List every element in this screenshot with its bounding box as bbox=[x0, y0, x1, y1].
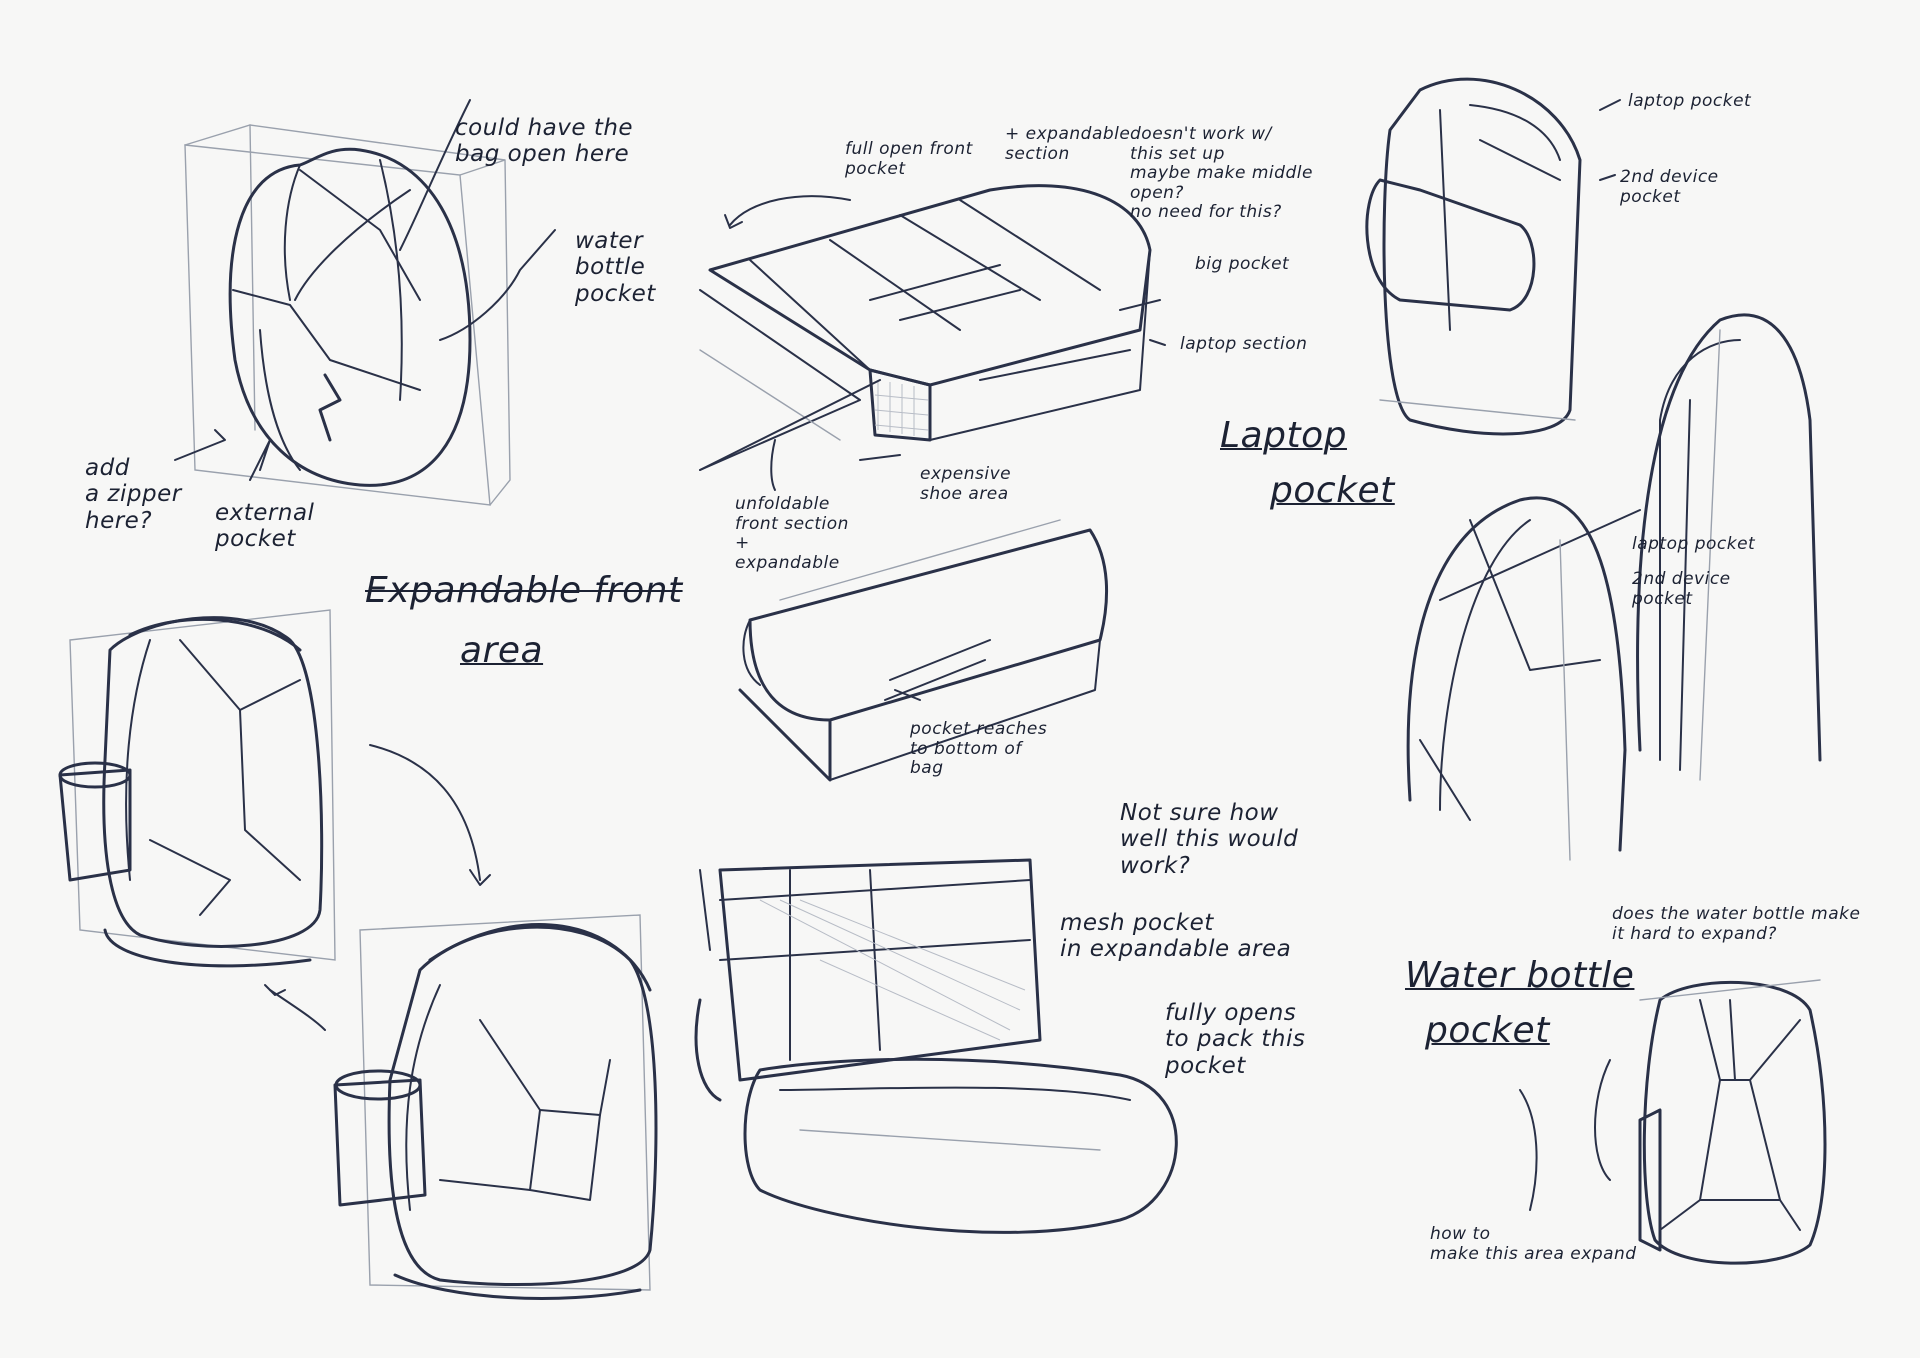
annotation-mesh-pocket: mesh pocket in expandable area bbox=[1060, 910, 1292, 963]
annotation-laptop-section: laptop section bbox=[1180, 334, 1308, 354]
backpack-sketch-bottle bbox=[58, 609, 336, 1031]
annotation-expandable-section: + expandable section bbox=[1005, 124, 1131, 164]
annotation-laptop-pocket-2: laptop pocket bbox=[1632, 534, 1756, 554]
annotation-device-pocket-2: 2nd device pocket bbox=[1632, 569, 1731, 609]
annotation-device-pocket-1: 2nd device pocket bbox=[1620, 167, 1719, 207]
strap-sketch bbox=[1406, 313, 1822, 861]
backpack-sketch-box bbox=[174, 99, 556, 506]
annotation-full-open: full open front pocket bbox=[845, 139, 973, 179]
front-pocket-sketch bbox=[699, 184, 1166, 491]
laptop-pocket-sketch bbox=[1365, 77, 1621, 436]
annotation-not-sure: Not sure how well this would work? bbox=[1120, 800, 1299, 879]
annotation-big-pocket: big pocket bbox=[1195, 254, 1290, 274]
annotation-pocket-reaches: pocket reaches to bottom of bag bbox=[910, 719, 1048, 779]
title-expandable-front: Expandable front bbox=[365, 570, 683, 611]
annotation-external-pocket: external pocket bbox=[215, 500, 315, 553]
annotation-fully-opens: fully opens to pack this pocket bbox=[1165, 1000, 1306, 1079]
title-laptop: Laptop bbox=[1220, 415, 1347, 456]
shoe-area-sketch bbox=[738, 519, 1108, 782]
annotation-foldable-front: unfoldable front section + expandable bbox=[735, 494, 849, 573]
annotation-open-here: could have the bag open here bbox=[455, 115, 634, 168]
annotation-shoe-area: expensive shoe area bbox=[920, 464, 1012, 504]
annotation-doesnt-work: doesn't work w/ this set up maybe make m… bbox=[1130, 124, 1313, 223]
water-bottle-sketch bbox=[1519, 979, 1827, 1265]
annotation-water-bottle: water bottle pocket bbox=[575, 228, 656, 307]
transition-arrow bbox=[369, 744, 481, 881]
title-water-bottle: Water bottle bbox=[1405, 955, 1635, 996]
mesh-pocket-sketch bbox=[694, 858, 1178, 1234]
title-water-pocket: pocket bbox=[1425, 1010, 1550, 1051]
annotation-add-zipper: add a zipper here? bbox=[85, 455, 182, 534]
title-expandable-area: area bbox=[460, 630, 544, 671]
backpack-sketch-expanded bbox=[333, 914, 658, 1300]
annotation-bottle-expand: does the water bottle make it hard to ex… bbox=[1612, 904, 1861, 944]
annotation-laptop-pocket-1: laptop pocket bbox=[1628, 91, 1752, 111]
annotation-how-to-make: how to make this area expand bbox=[1430, 1224, 1637, 1264]
title-laptop-pocket: pocket bbox=[1270, 470, 1395, 511]
